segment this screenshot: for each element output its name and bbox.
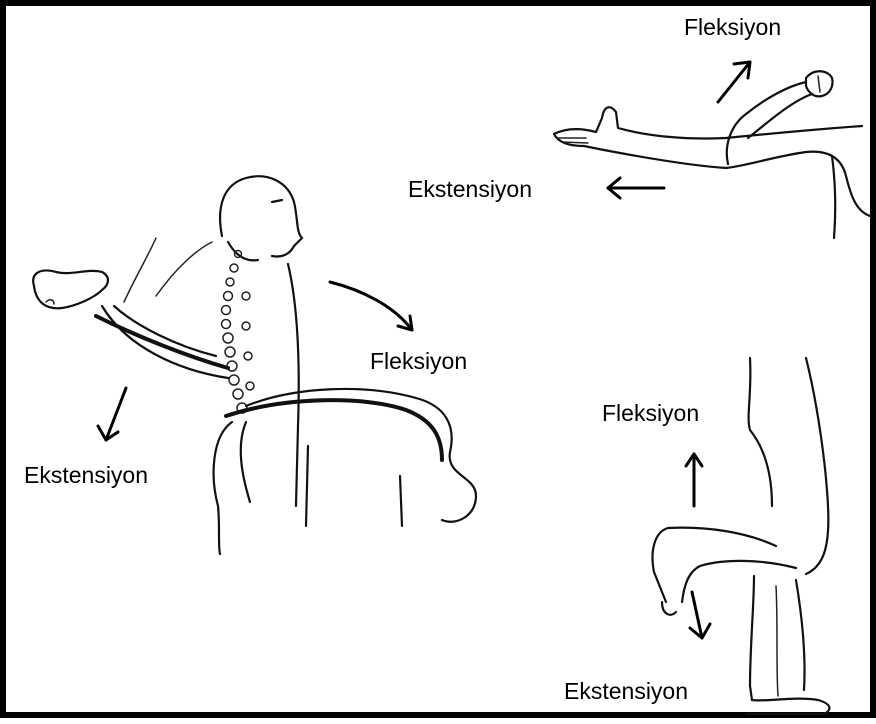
vertebrae: [222, 251, 255, 414]
spine-extension-arrow: [98, 388, 126, 440]
arm-flexion-label: Fleksiyon: [684, 16, 781, 39]
arm-drawing: [554, 71, 870, 238]
spine-flexion-label: Fleksiyon: [370, 350, 467, 373]
leg-flexion-label: Fleksiyon: [602, 402, 699, 425]
arm-extension-label: Ekstensiyon: [408, 178, 532, 201]
leg-extension-arrow: [690, 592, 710, 638]
spine-flexion-arrow: [330, 282, 412, 330]
spine-extension-label: Ekstensiyon: [24, 464, 148, 487]
leg-flexion-arrow: [686, 454, 702, 506]
arm-flexion-arrow: [718, 62, 750, 102]
leg-extension-label: Ekstensiyon: [564, 680, 688, 703]
arm-extension-arrow: [608, 178, 664, 198]
